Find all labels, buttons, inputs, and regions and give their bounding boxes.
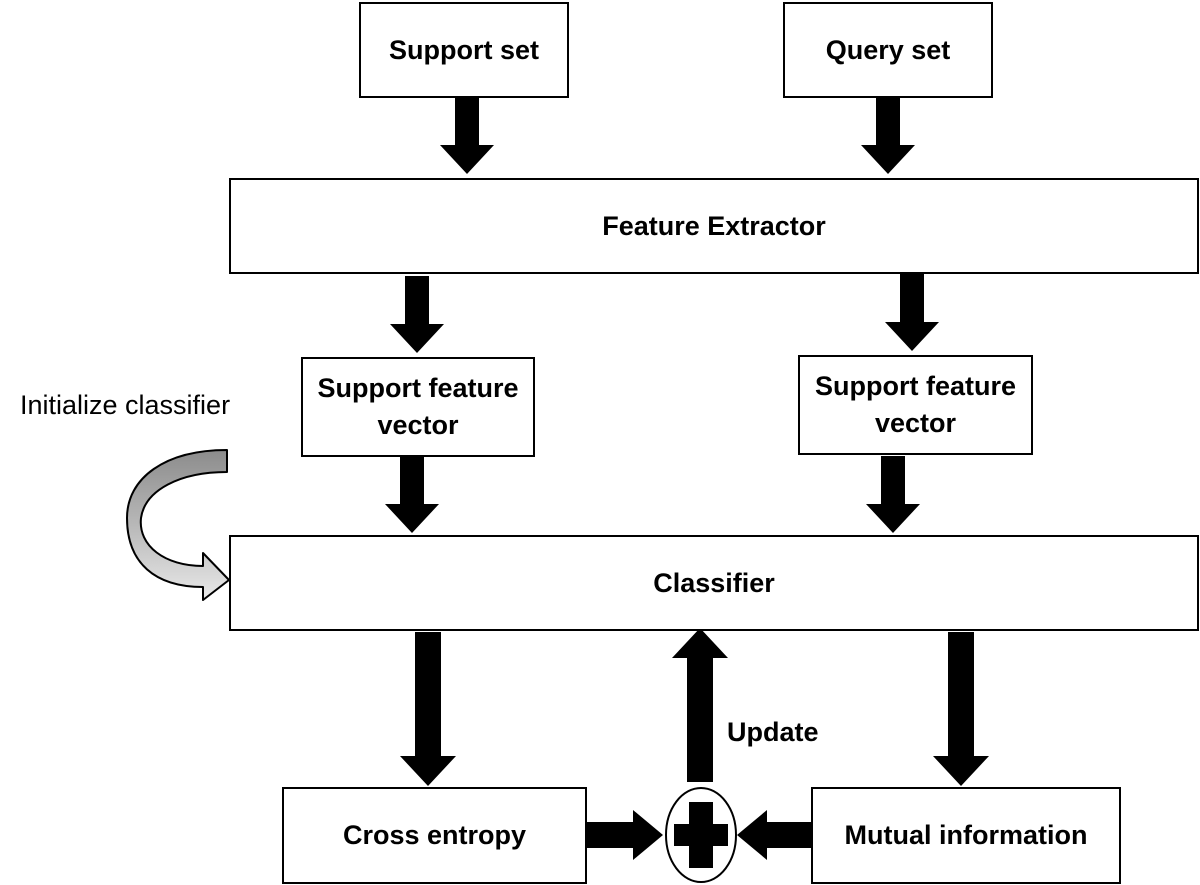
cross-entropy-box: Cross entropy xyxy=(282,787,587,884)
support-set-box: Support set xyxy=(359,2,569,98)
arrow-classifier-to-cross-entropy xyxy=(400,632,456,786)
support-feature-vector-left-box: Support feature vector xyxy=(301,357,535,457)
arrow-extractor-to-right-vector xyxy=(885,273,939,351)
arrow-update-to-classifier xyxy=(672,628,728,782)
mutual-information-label: Mutual information xyxy=(844,820,1088,850)
arrow-query-set-to-extractor xyxy=(861,97,915,174)
feature-extractor-box: Feature Extractor xyxy=(229,178,1199,274)
arrow-cross-entropy-to-plus xyxy=(587,810,663,860)
arrow-mutual-information-to-plus xyxy=(737,810,813,860)
arrow-right-vector-to-classifier xyxy=(866,456,920,533)
initialize-curve-arrow-icon xyxy=(126,449,230,601)
support-set-label: Support set xyxy=(388,34,539,65)
arrow-extractor-to-left-vector xyxy=(390,276,444,353)
query-set-box: Query set xyxy=(783,2,993,98)
arrow-left-vector-to-classifier xyxy=(385,456,439,533)
update-label: Update xyxy=(727,717,819,747)
support-feature-vector-right-box: Support feature vector xyxy=(798,355,1033,455)
classifier-label: Classifier xyxy=(653,567,775,598)
classifier-box: Classifier xyxy=(229,535,1199,631)
plus-icon xyxy=(674,802,728,868)
initialize-classifier-label: Initialize classifier xyxy=(20,390,231,420)
mutual-information-box: Mutual information xyxy=(811,787,1121,884)
cross-entropy-label: Cross entropy xyxy=(342,820,527,850)
query-set-label: Query set xyxy=(825,34,951,65)
feature-extractor-label: Feature Extractor xyxy=(602,210,826,241)
arrow-support-set-to-extractor xyxy=(440,97,494,174)
support-feature-vector-left-label: Support feature vector xyxy=(317,373,519,440)
support-feature-vector-right-label: Support feature vector xyxy=(814,371,1016,438)
arrow-classifier-to-mutual-information xyxy=(933,632,989,786)
